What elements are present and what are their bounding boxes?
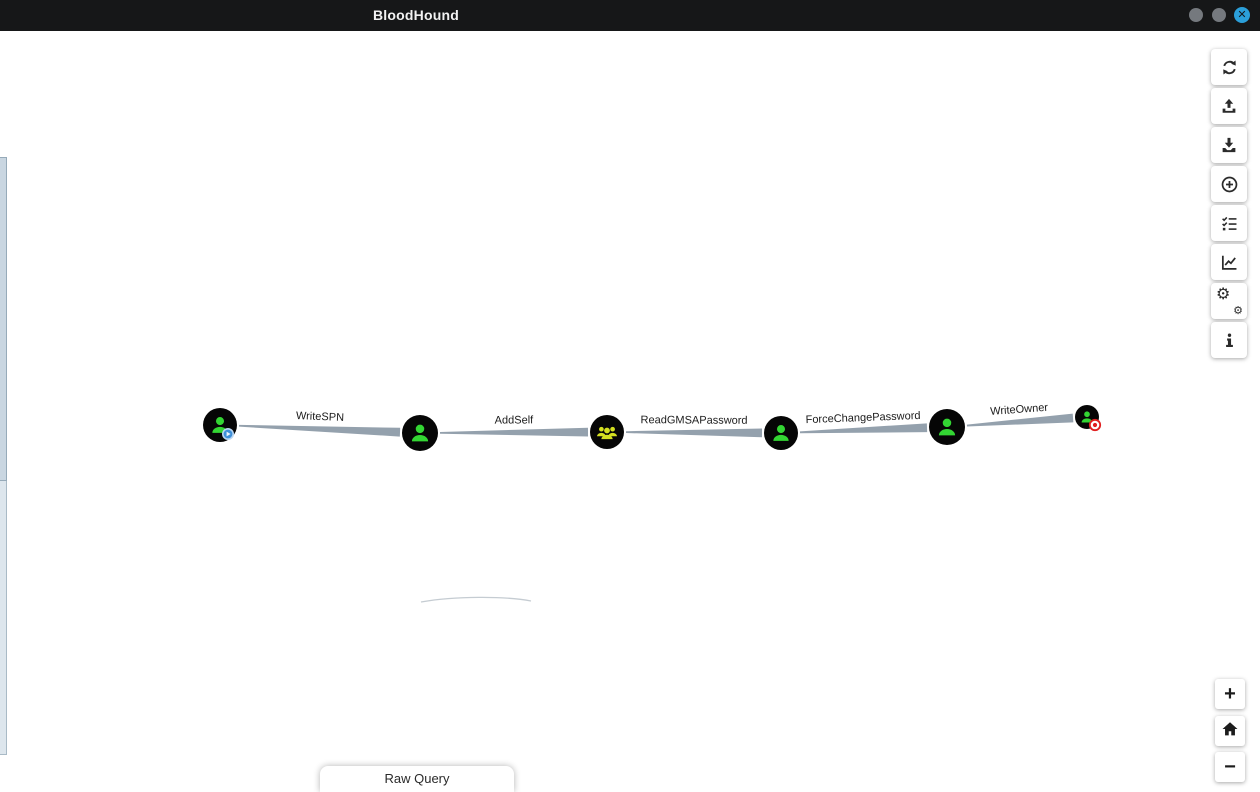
home-icon [1221, 720, 1239, 742]
edge-label[interactable]: WriteOwner [990, 402, 1049, 418]
stray-edge [420, 596, 532, 603]
graph-node-user[interactable] [203, 408, 237, 442]
graph-node-user[interactable] [929, 409, 965, 445]
plus-circle-icon [1220, 175, 1239, 194]
titlebar: BloodHound ✕ [0, 0, 1260, 31]
refresh-button[interactable] [1211, 49, 1247, 85]
target-node-badge-center [1092, 422, 1098, 428]
graph-edge[interactable] [966, 413, 1074, 427]
reset-view-button[interactable] [1215, 716, 1245, 746]
minimize-button[interactable] [1189, 8, 1203, 22]
minus-icon: − [1224, 756, 1236, 778]
graph-edge[interactable] [238, 424, 401, 437]
gears-icon: ⚙⚙ [1216, 284, 1243, 317]
about-button[interactable] [1211, 322, 1247, 358]
edge-label[interactable]: ReadGMSAPassword [641, 414, 748, 427]
upload-button[interactable] [1211, 88, 1247, 124]
graph-edge[interactable] [625, 428, 763, 438]
zoom-out-button[interactable]: − [1215, 752, 1245, 782]
settings-button[interactable]: ⚙⚙ [1211, 283, 1247, 319]
app-title: BloodHound [373, 7, 459, 23]
left-panel-edge-top[interactable] [0, 157, 7, 481]
edge-labels-layer: WriteSPN AddSelf ReadGMSAPassword ForceChan… [296, 402, 1049, 427]
download-button[interactable] [1211, 127, 1247, 163]
edges-layer [238, 413, 1074, 438]
graph-node-user[interactable] [764, 416, 798, 450]
graph-node-group[interactable] [590, 415, 624, 449]
close-button[interactable]: ✕ [1234, 7, 1250, 23]
edge-label[interactable]: WriteSPN [296, 410, 345, 424]
graph-node-user[interactable] [1075, 405, 1102, 432]
zoom-in-button[interactable]: + [1215, 679, 1245, 709]
upload-icon [1220, 97, 1238, 115]
nodes-layer [203, 405, 1102, 451]
info-icon [1221, 332, 1238, 349]
graph-edge[interactable] [439, 427, 589, 437]
maximize-button[interactable] [1212, 8, 1226, 22]
refresh-icon [1220, 58, 1239, 77]
edge-label[interactable]: AddSelf [495, 414, 535, 426]
checklist-icon [1220, 214, 1239, 233]
analytics-button[interactable] [1211, 244, 1247, 280]
add-node-button[interactable] [1211, 166, 1247, 202]
chart-line-icon [1220, 253, 1239, 272]
graph-edge[interactable] [799, 423, 928, 434]
pathfinding-list-button[interactable] [1211, 205, 1247, 241]
plus-icon: + [1224, 683, 1236, 705]
download-icon [1220, 136, 1238, 154]
graph-node-user[interactable] [402, 415, 438, 451]
left-panel-edge-bottom[interactable] [0, 481, 7, 755]
raw-query-button[interactable]: Raw Query [320, 766, 514, 792]
edge-label[interactable]: ForceChangePassword [805, 410, 920, 426]
play-icon [226, 431, 231, 437]
